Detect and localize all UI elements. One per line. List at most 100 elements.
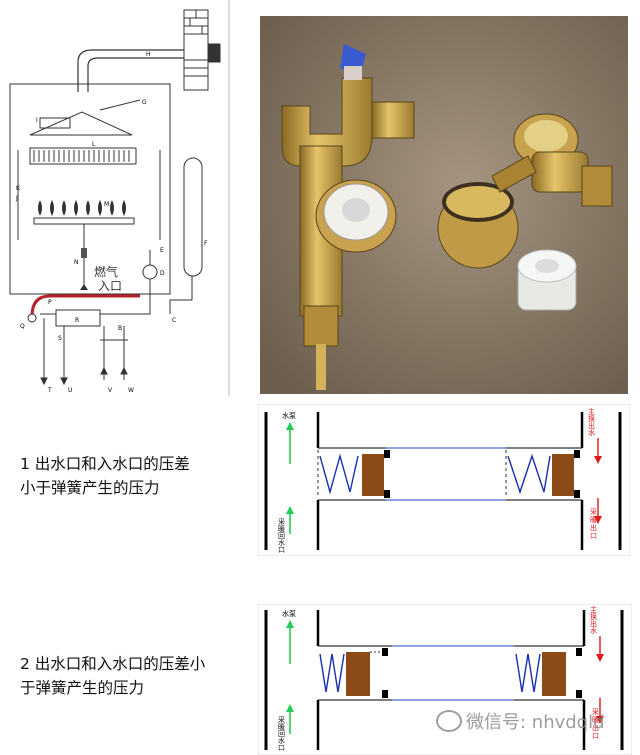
watermark-text: 微信号: nhvdqld	[466, 712, 605, 733]
vertical-label-char: 采	[278, 715, 285, 724]
red-down-arrow-bottom	[596, 698, 604, 724]
draft-hood	[29, 111, 133, 136]
chimney	[183, 9, 221, 91]
label-K: K	[16, 185, 21, 192]
burner-flame	[98, 200, 102, 216]
label-D: D	[160, 270, 165, 277]
right-spring-piston	[515, 648, 582, 698]
label-H: H	[146, 51, 151, 58]
vertical-label-char: 暖	[278, 723, 285, 731]
burner-flame	[74, 200, 78, 216]
vertical-label-char: 采	[592, 707, 599, 716]
burner-flame	[110, 200, 114, 216]
gas-inlet-label-1: 燃气	[94, 264, 118, 279]
vertical-label-char: 换	[590, 612, 597, 621]
green-up-arrow-top	[286, 620, 294, 664]
label-T: T	[47, 387, 52, 394]
green-up-arrow-top	[286, 422, 294, 464]
burner-flame	[86, 200, 90, 216]
vertical-label-char: 口	[592, 732, 599, 740]
burner-flame	[122, 200, 126, 216]
label-P: P	[48, 299, 52, 306]
green-up-arrow-bottom	[286, 506, 294, 534]
caption-1: 1 出水口和入水口的压差 小于弹簧产生的压力	[20, 452, 250, 500]
red-heating-pipe	[30, 294, 140, 317]
valve-block	[55, 309, 101, 327]
wechat-icon	[436, 710, 462, 732]
vertical-label-char: 主	[590, 605, 597, 614]
label-J: J	[15, 195, 18, 202]
vertical-label-char: 主	[588, 407, 595, 416]
right-spring-piston	[505, 450, 580, 498]
caption-1-line-1: 1 出水口和入水口的压差	[20, 455, 190, 473]
vertical-label-char: 出	[592, 723, 599, 732]
left-spring-piston	[317, 450, 390, 498]
vertical-label-char: 水	[278, 538, 285, 547]
burner-flames	[38, 200, 126, 216]
vertical-label-char: 暖	[278, 525, 285, 533]
boiler-schematic: H I G L K J M N 燃气 入口 F E D C P R Q S B	[9, 0, 230, 396]
label-E: E	[160, 247, 164, 254]
burner-flame	[50, 200, 54, 216]
vertical-label-char: 出	[590, 619, 597, 628]
label-R: R	[75, 317, 79, 324]
label-M: M	[104, 201, 109, 208]
brass-ring-fitting	[437, 182, 519, 269]
pump-label: 水泵	[282, 609, 296, 618]
vertical-label-char: 水	[590, 626, 597, 635]
caption-2-line-1: 2 出水口和入水口的压差小	[20, 655, 206, 673]
vertical-label-char: 采	[278, 517, 285, 526]
label-I: I	[36, 117, 38, 124]
label-G: G	[142, 99, 147, 106]
pump-symbol	[142, 264, 158, 280]
vertical-label-char: 回	[278, 532, 285, 540]
burner-flame	[38, 200, 42, 216]
vertical-label-char: 水	[278, 736, 285, 745]
vertical-label-char: 口	[278, 546, 285, 554]
vertical-label-char: 出	[588, 421, 595, 430]
label-U: U	[68, 387, 72, 394]
wechat-watermark: 微信号: nhvdqld	[436, 708, 626, 738]
gas-inlet-label-2: 入口	[98, 279, 122, 293]
label-S: S	[58, 335, 62, 342]
red-down-arrow-top	[596, 636, 604, 662]
vertical-label-char: 采	[590, 507, 597, 516]
red-down-arrow-top	[594, 438, 602, 464]
label-C: C	[172, 317, 176, 324]
left-spring-piston	[319, 648, 388, 698]
label-W: W	[128, 387, 134, 394]
red-down-arrow-bottom	[594, 498, 602, 524]
label-B: B	[118, 325, 122, 332]
vertical-label-char: 暖	[592, 716, 599, 724]
vertical-label-char: 回	[278, 730, 285, 738]
caption-2-line-2: 于弹簧产生的压力	[20, 679, 145, 697]
heat-exchanger	[29, 147, 137, 165]
pump-label: 水泵	[282, 411, 296, 420]
tee-fitting	[491, 113, 613, 207]
vertical-label-char: 换	[588, 414, 595, 423]
expansion-tank	[183, 157, 203, 277]
vertical-label-char: 暖	[590, 516, 597, 524]
label-L: L	[92, 141, 96, 148]
brass-valve-photo	[260, 16, 628, 394]
label-V: V	[108, 387, 113, 394]
label-Q: Q	[20, 323, 25, 330]
white-piston-cap	[517, 249, 577, 311]
caption-1-line-2: 小于弹簧产生的压力	[20, 479, 160, 497]
vertical-label-char: 口	[278, 744, 285, 752]
boiler-casing	[9, 83, 171, 295]
flue-pipe	[77, 49, 184, 92]
label-F: F	[204, 240, 208, 247]
elbow-valve-body	[281, 44, 415, 390]
green-up-arrow-bottom	[286, 704, 294, 734]
caption-2: 2 出水口和入水口的压差小 于弹簧产生的压力	[20, 652, 250, 700]
vertical-label-char: 水	[588, 428, 595, 437]
burner-flame	[62, 200, 66, 216]
